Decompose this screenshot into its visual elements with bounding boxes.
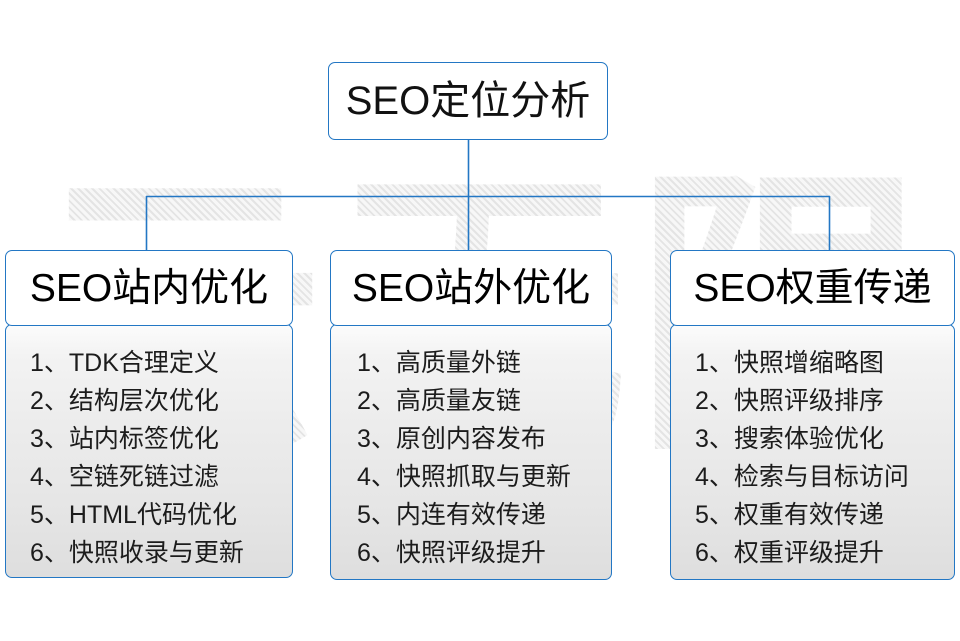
root-node-title: SEO定位分析 bbox=[345, 79, 591, 123]
list-item-index: 6、 bbox=[357, 539, 396, 567]
list-item-index: 2、 bbox=[357, 387, 396, 415]
list-item-label: 高质量外链 bbox=[395, 349, 521, 377]
list-item-label: TDK合理定义 bbox=[68, 349, 219, 377]
list-item[interactable]: 5、 内连有效传递 bbox=[357, 503, 611, 528]
list-item[interactable]: 2、 结构层次优化 bbox=[30, 389, 292, 414]
item-list-1: 1、 TDK合理定义 2、 结构层次优化 3、 站内标签优化 4、 空链死链过滤… bbox=[6, 351, 292, 566]
list-item[interactable]: 5、 权重有效传递 bbox=[695, 503, 954, 528]
list-item[interactable]: 6、 快照收录与更新 bbox=[30, 541, 292, 566]
column-seo-offsite: SEO站外优化 1、 高质量外链 2、 高质量友链 3、 原创内容发布 4、 快 bbox=[330, 250, 612, 580]
list-item-index: 5、 bbox=[695, 501, 734, 529]
root-node[interactable]: SEO定位分析 bbox=[328, 62, 608, 140]
list-item-index: 1、 bbox=[30, 349, 69, 377]
list-item-label: 权重评级提升 bbox=[733, 539, 884, 567]
list-item-label: 高质量友链 bbox=[395, 387, 521, 415]
list-item-label: 检索与目标访问 bbox=[733, 463, 909, 491]
column-title-2: SEO站外优化 bbox=[351, 266, 591, 310]
column-header-1[interactable]: SEO站内优化 bbox=[5, 250, 293, 326]
list-item-label: 原创内容发布 bbox=[395, 425, 546, 453]
list-item[interactable]: 3、 搜索体验优化 bbox=[695, 427, 954, 452]
list-item-label: 结构层次优化 bbox=[68, 387, 219, 415]
list-item[interactable]: 1、 TDK合理定义 bbox=[30, 351, 292, 376]
list-item-label: 快照评级排序 bbox=[733, 387, 884, 415]
column-title-3: SEO权重传递 bbox=[693, 266, 932, 310]
list-item-index: 3、 bbox=[357, 425, 396, 453]
column-body-2: 1、 高质量外链 2、 高质量友链 3、 原创内容发布 4、 快照抓取与更新 5… bbox=[330, 324, 612, 580]
list-item-index: 3、 bbox=[30, 425, 69, 453]
list-item-index: 2、 bbox=[30, 387, 69, 415]
column-header-3[interactable]: SEO权重传递 bbox=[670, 250, 955, 326]
column-body-3: 1、 快照增缩略图 2、 快照评级排序 3、 搜索体验优化 4、 检索与目标访问… bbox=[670, 324, 955, 580]
list-item-index: 1、 bbox=[695, 349, 734, 377]
list-item[interactable]: 2、 快照评级排序 bbox=[695, 389, 954, 414]
column-header-2[interactable]: SEO站外优化 bbox=[330, 250, 612, 326]
list-item-index: 5、 bbox=[30, 501, 69, 529]
list-item[interactable]: 6、 权重评级提升 bbox=[695, 541, 954, 566]
list-item-index: 3、 bbox=[695, 425, 734, 453]
list-item-index: 4、 bbox=[357, 463, 396, 491]
list-item-index: 6、 bbox=[695, 539, 734, 567]
list-item-index: 4、 bbox=[695, 463, 734, 491]
list-item-index: 6、 bbox=[30, 539, 69, 567]
list-item-label: 快照收录与更新 bbox=[68, 539, 244, 567]
list-item[interactable]: 6、 快照评级提升 bbox=[357, 541, 611, 566]
list-item[interactable]: 1、 快照增缩略图 bbox=[695, 351, 954, 376]
column-title-1: SEO站内优化 bbox=[29, 266, 269, 310]
list-item[interactable]: 3、 原创内容发布 bbox=[357, 427, 611, 452]
list-item[interactable]: 4、 空链死链过滤 bbox=[30, 465, 292, 490]
list-item-label: 空链死链过滤 bbox=[68, 463, 219, 491]
list-item[interactable]: 1、 高质量外链 bbox=[357, 351, 611, 376]
list-item-label: 快照抓取与更新 bbox=[395, 463, 571, 491]
list-item-label: 站内标签优化 bbox=[68, 425, 219, 453]
column-seo-weight: SEO权重传递 1、 快照增缩略图 2、 快照评级排序 3、 搜索体验优化 4、 bbox=[670, 250, 955, 580]
list-item-label: 内连有效传递 bbox=[395, 501, 546, 529]
list-item-index: 1、 bbox=[357, 349, 396, 377]
item-list-2: 1、 高质量外链 2、 高质量友链 3、 原创内容发布 4、 快照抓取与更新 5… bbox=[331, 351, 611, 566]
list-item-index: 5、 bbox=[357, 501, 396, 529]
list-item-index: 2、 bbox=[695, 387, 734, 415]
column-body-1: 1、 TDK合理定义 2、 结构层次优化 3、 站内标签优化 4、 空链死链过滤… bbox=[5, 324, 293, 578]
list-item[interactable]: 2、 高质量友链 bbox=[357, 389, 611, 414]
list-item[interactable]: 3、 站内标签优化 bbox=[30, 427, 292, 452]
list-item-label: 权重有效传递 bbox=[733, 501, 884, 529]
list-item[interactable]: 4、 检索与目标访问 bbox=[695, 465, 954, 490]
list-item-label: HTML代码优化 bbox=[68, 501, 237, 529]
list-item[interactable]: 5、 HTML代码优化 bbox=[30, 503, 292, 528]
item-list-3: 1、 快照增缩略图 2、 快照评级排序 3、 搜索体验优化 4、 检索与目标访问… bbox=[671, 351, 954, 566]
column-seo-onsite: SEO站内优化 1、 TDK合理定义 2、 结构层次优化 3、 站内标签优化 4… bbox=[5, 250, 293, 578]
list-item[interactable]: 4、 快照抓取与更新 bbox=[357, 465, 611, 490]
list-item-index: 4、 bbox=[30, 463, 69, 491]
list-item-label: 快照评级提升 bbox=[395, 539, 546, 567]
list-item-label: 搜索体验优化 bbox=[733, 425, 884, 453]
list-item-label: 快照增缩略图 bbox=[733, 349, 884, 377]
